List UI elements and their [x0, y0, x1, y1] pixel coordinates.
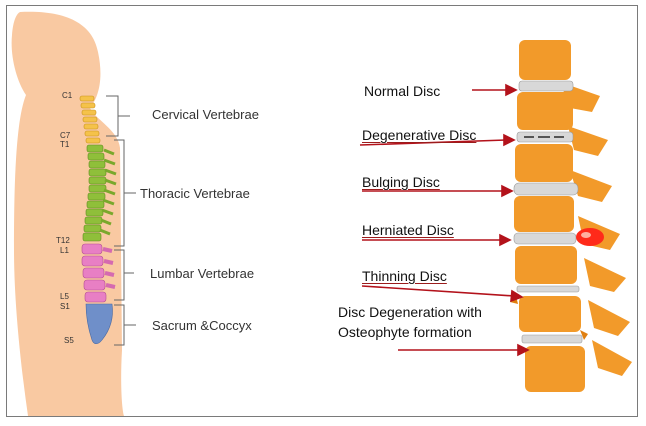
normal-disc — [518, 80, 574, 92]
spine-column — [510, 40, 632, 392]
cervical-vertebrae — [79, 95, 101, 144]
vertebra-label-l1: L1 — [60, 246, 69, 255]
lumbar-vertebrae — [81, 243, 116, 303]
sacrum-coccyx — [85, 303, 113, 345]
vertebra-label-c1: C1 — [62, 91, 73, 100]
disc-label-herniated: Herniated Disc — [362, 222, 454, 238]
pointer-arrows — [359, 83, 530, 357]
vertebra-label-l5: L5 — [60, 292, 69, 301]
region-label-cervical: Cervical Vertebrae — [152, 107, 259, 122]
vertebra-label-s5: S5 — [64, 336, 74, 345]
vertebra-label-c7: C7 — [60, 131, 71, 140]
region-brackets — [106, 95, 136, 346]
disc-label-osteophyte-line1: Disc Degeneration with — [338, 304, 482, 320]
disc-label-bulging: Bulging Disc — [362, 174, 440, 190]
region-label-lumbar: Lumbar Vertebrae — [150, 266, 255, 281]
body-silhouette — [11, 11, 124, 417]
osteophyte-disc — [521, 334, 583, 344]
vertebra-label-t1: T1 — [60, 140, 70, 149]
region-label-thoracic: Thoracic Vertebrae — [140, 186, 250, 201]
vertebra-label-s1: S1 — [60, 302, 70, 311]
disc-label-normal: Normal Disc — [364, 83, 441, 99]
disc-label-osteophyte-line2: Osteophyte formation — [338, 324, 472, 340]
vertebra-label-t12: T12 — [56, 236, 70, 245]
disc-label-degenerative: Degenerative Disc — [362, 127, 477, 143]
disc-label-thinning: Thinning Disc — [362, 268, 447, 284]
region-label-sacrum: Sacrum &Coccyx — [152, 318, 252, 333]
thoracic-vertebrae — [82, 144, 117, 242]
thinning-disc — [516, 285, 580, 293]
herniated-disc — [513, 232, 577, 245]
bulging-disc — [513, 182, 579, 196]
herniation — [576, 228, 604, 246]
